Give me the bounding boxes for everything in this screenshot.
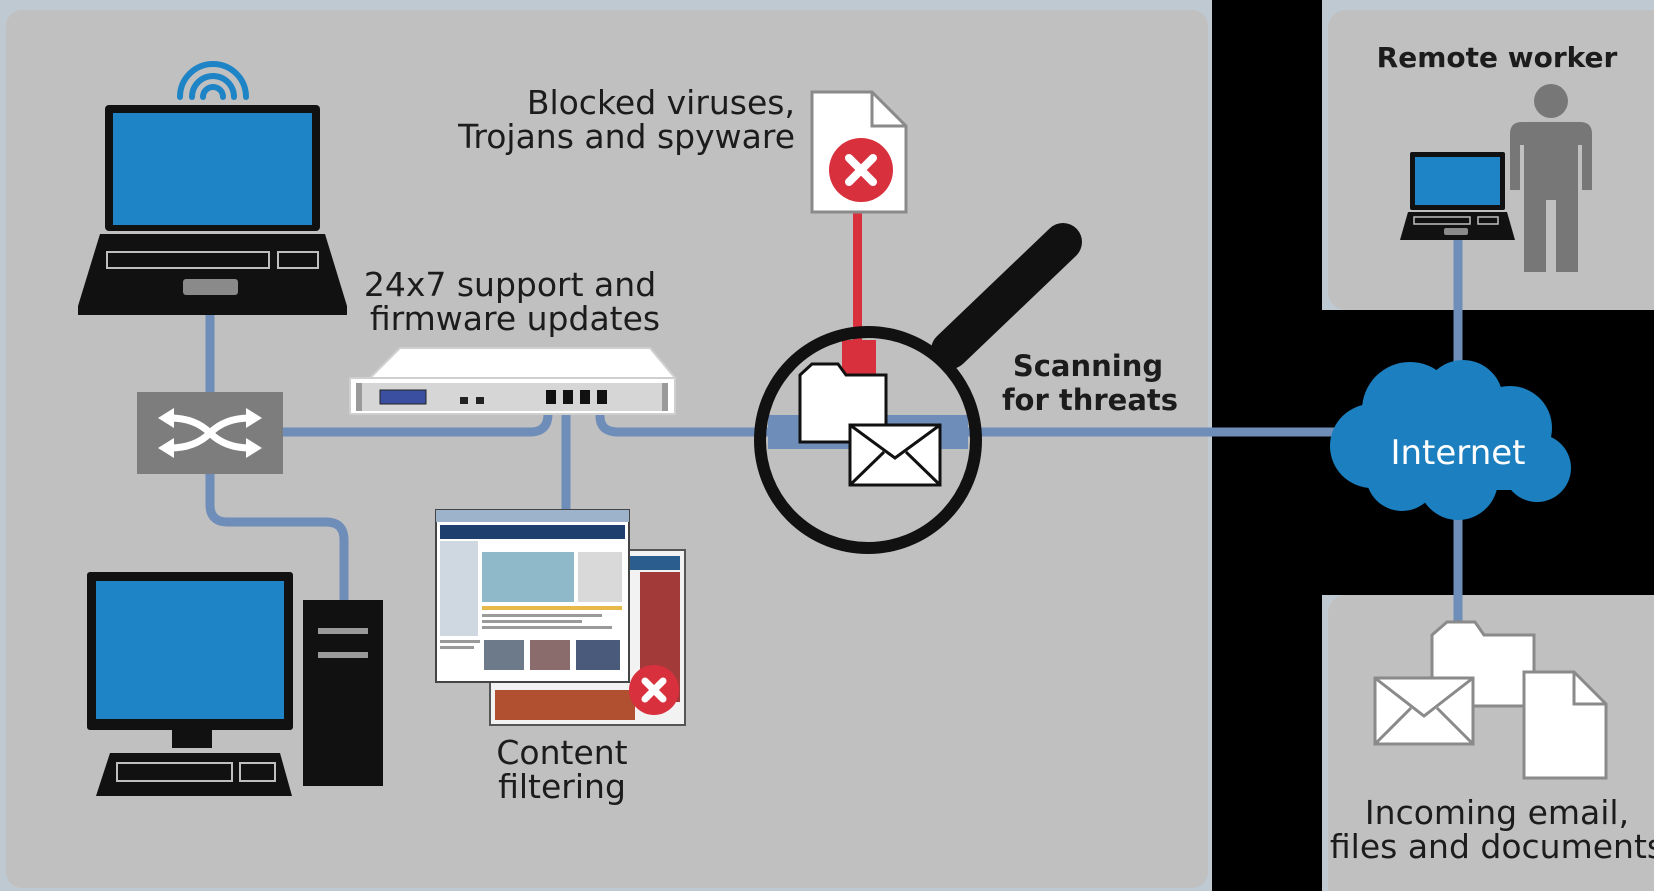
blocked-threats-label-line1: Blocked viruses, — [527, 83, 795, 122]
network-links — [205, 235, 1463, 635]
laptop-icon — [1400, 152, 1515, 240]
scanning-label-line1: Scanning — [1013, 349, 1163, 383]
threat-link — [853, 212, 862, 342]
incoming-panel — [1328, 595, 1654, 891]
magnifier-icon — [754, 223, 1082, 554]
document-icon — [1522, 670, 1608, 780]
laptop-icon — [78, 105, 347, 315]
content-filtering-label-line1: Content — [496, 733, 627, 772]
firewall-appliance-icon — [349, 347, 678, 415]
support-label-line2: firmware updates — [370, 299, 660, 338]
browser-screenshot-icon — [435, 509, 686, 726]
desktop-computer-icon — [87, 572, 383, 796]
envelope-icon — [1373, 676, 1475, 746]
folder-icon — [798, 362, 888, 444]
threat-link-inside-lens — [842, 340, 876, 380]
person-icon — [1510, 84, 1592, 272]
network-switch-icon — [137, 392, 283, 474]
scanning-label-line2: for threats — [1002, 383, 1178, 417]
black-divider — [1212, 0, 1322, 891]
incoming-label-line1: Incoming email, — [1365, 793, 1629, 832]
appliance-to-internet-link — [595, 395, 1365, 437]
wifi-icon — [177, 61, 249, 100]
content-filtering-label-line2: filtering — [498, 767, 626, 806]
switch-to-desktop-link — [205, 465, 349, 605]
blocked-document-icon — [810, 90, 908, 214]
remote-worker-label: Remote worker — [1377, 41, 1618, 74]
blocked-threats-label-line2: Trojans and spyware — [457, 117, 795, 156]
envelope-icon — [848, 423, 942, 487]
support-label-line1: 24x7 support and — [364, 265, 656, 304]
cloud-icon — [1330, 360, 1571, 520]
incoming-label-line2: files and documents — [1330, 827, 1654, 866]
internet-label: Internet — [1390, 433, 1525, 473]
